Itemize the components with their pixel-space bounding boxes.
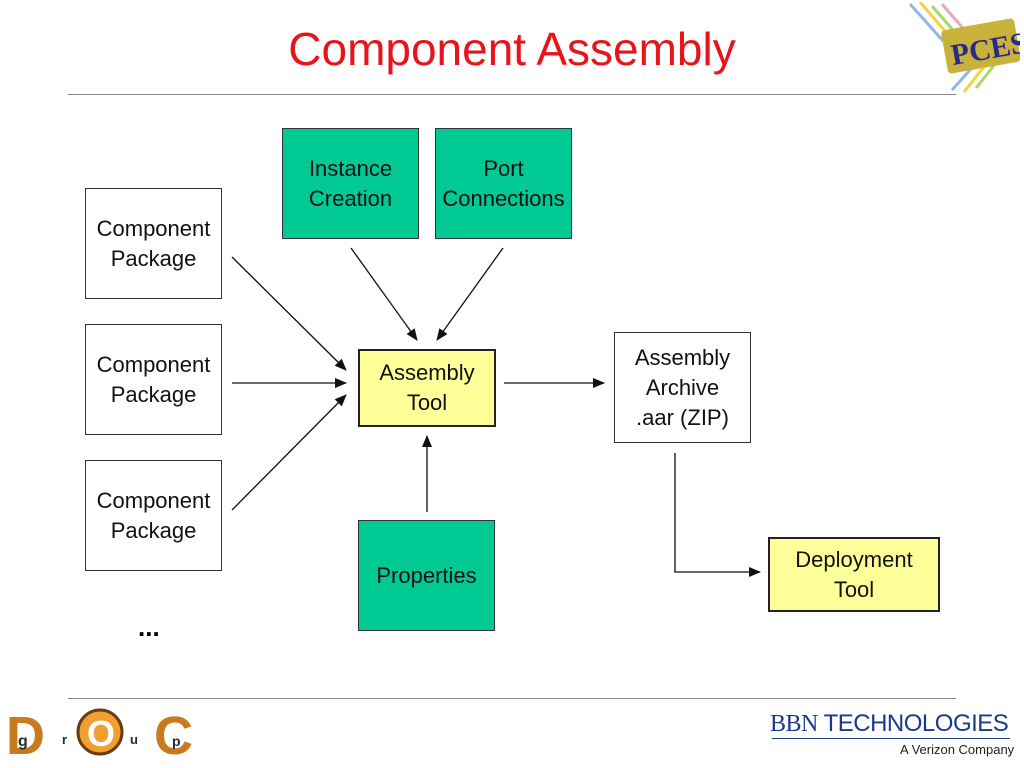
- slide-title: Component Assembly: [288, 23, 736, 75]
- doc-logo-letter-o: O: [87, 713, 115, 754]
- doc-logo-letter-g: g: [18, 733, 28, 750]
- bbn-technologies-logo: BBN TECHNOLOGIES: [770, 710, 1009, 738]
- port-connections-box: Port Connections: [435, 128, 572, 239]
- component-package-3: Component Package: [85, 460, 222, 571]
- component-package-2: Component Package: [85, 324, 222, 435]
- pces-logo: PCES: [908, 2, 1020, 93]
- bbn-underline: [772, 738, 1010, 739]
- arrow-package3-to-tool: [231, 394, 347, 511]
- doc-logo-letter-d: D: [6, 706, 45, 764]
- doc-logo-letter-c: C: [154, 706, 193, 764]
- bbn-prefix: BBN: [770, 711, 818, 737]
- arrow-package1-to-tool: [231, 256, 347, 371]
- assembly-archive-box: Assembly Archive .aar (ZIP): [614, 332, 751, 443]
- doc-logo-letter-p: p: [172, 733, 181, 749]
- doc-logo-letter-u: u: [130, 732, 138, 747]
- more-packages-ellipsis: ...: [138, 612, 160, 642]
- doc-logo-letter-r: r: [62, 732, 67, 747]
- assembly-tool-box: Assembly Tool: [358, 349, 496, 427]
- footer-divider: [68, 698, 956, 699]
- header-divider: [68, 94, 956, 95]
- arrow-archive-to-deployment: [674, 453, 761, 577]
- bbn-name: TECHNOLOGIES: [823, 710, 1009, 737]
- doc-group-logo: D g r O u C p: [6, 706, 193, 764]
- instance-creation-box: Instance Creation: [282, 128, 419, 239]
- arrow-ports-to-tool: [436, 247, 504, 341]
- deployment-tool-box: Deployment Tool: [768, 537, 940, 612]
- component-package-1: Component Package: [85, 188, 222, 299]
- properties-box: Properties: [358, 520, 495, 631]
- bbn-tagline: A Verizon Company: [900, 742, 1015, 757]
- arrow-instance-to-tool: [350, 247, 418, 341]
